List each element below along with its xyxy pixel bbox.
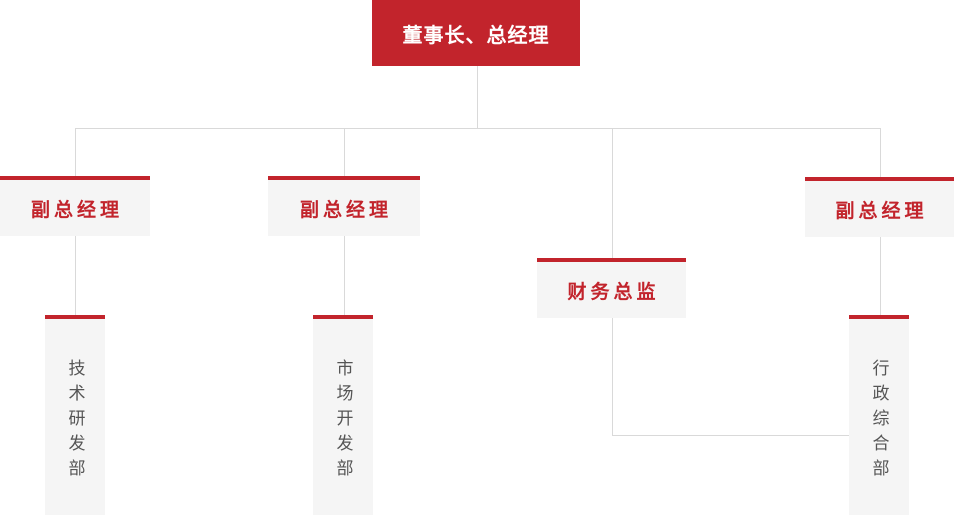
connector-vp3-dept3	[880, 237, 881, 315]
node-dept-admin-general-label: 行政综合部	[869, 358, 889, 484]
node-deputy-gm-3-label: 副总经理	[835, 200, 928, 222]
connector-drop-vp1	[75, 128, 76, 176]
connector-cfo-dept3-horizontal	[612, 435, 849, 436]
connector-root-down	[477, 66, 478, 128]
node-dept-admin-general: 行政综合部	[849, 315, 909, 515]
node-deputy-gm-1-label: 副总经理	[30, 199, 123, 221]
node-chairman-general-manager: 董事长、总经理	[372, 0, 580, 66]
connector-vp2-dept2	[344, 236, 345, 315]
node-dept-tech-rd-label: 技术研发部	[65, 358, 85, 484]
node-dept-tech-rd: 技术研发部	[45, 315, 105, 515]
connector-drop-cfo	[612, 128, 613, 258]
node-dept-market-dev-label: 市场开发部	[333, 358, 353, 484]
connector-drop-vp2	[344, 128, 345, 176]
connector-cfo-down	[612, 318, 613, 435]
connector-vp1-dept1	[75, 236, 76, 315]
node-deputy-gm-1: 副总经理	[0, 176, 150, 236]
node-chairman-label: 董事长、总经理	[402, 24, 550, 47]
node-deputy-gm-2-label: 副总经理	[299, 199, 392, 221]
connector-level2-horizontal	[75, 128, 881, 129]
node-finance-director-label: 财务总监	[567, 281, 660, 303]
connector-drop-vp3	[880, 128, 881, 177]
node-deputy-gm-2: 副总经理	[268, 176, 420, 236]
node-dept-market-dev: 市场开发部	[313, 315, 373, 515]
node-finance-director: 财务总监	[537, 258, 686, 318]
node-deputy-gm-3: 副总经理	[805, 177, 954, 237]
